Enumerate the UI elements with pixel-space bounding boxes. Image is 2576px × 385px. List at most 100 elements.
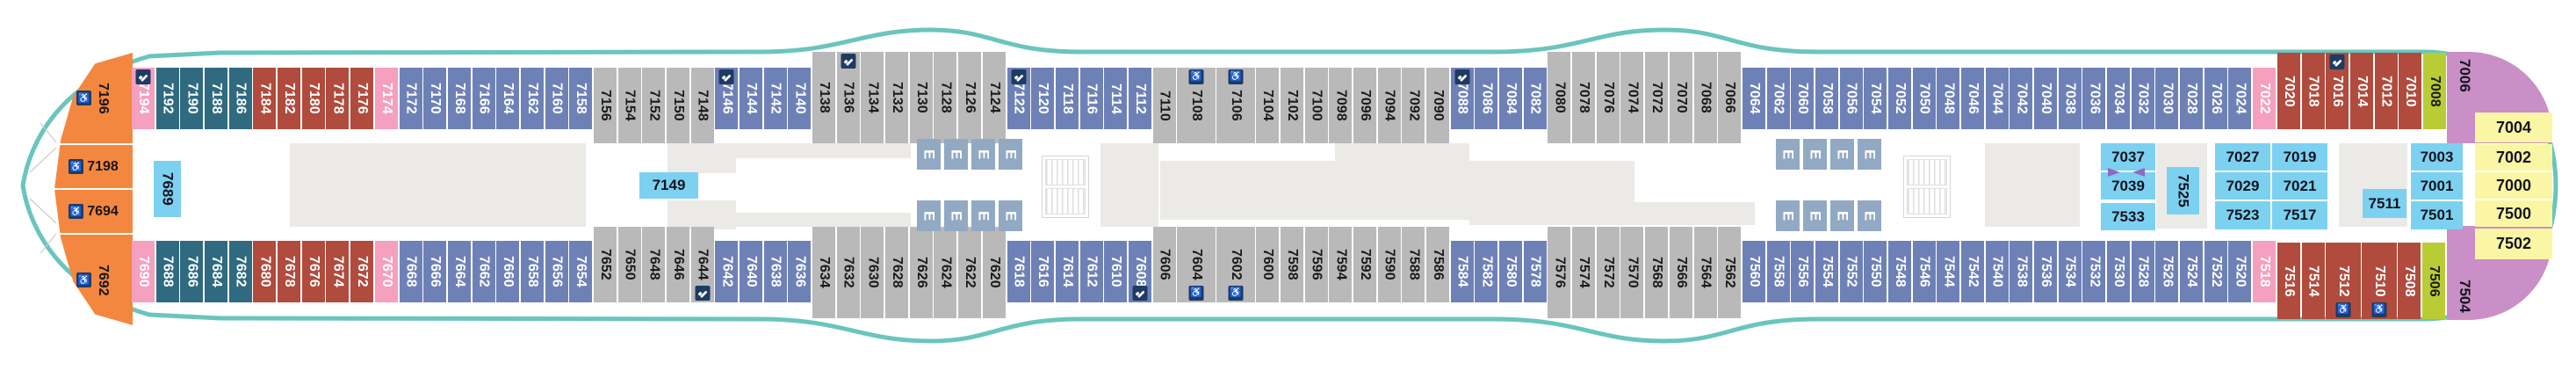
cabin-7632[interactable]: 7632 bbox=[836, 227, 860, 318]
cabin-7684[interactable]: 7684 bbox=[205, 241, 228, 302]
cabin-7690[interactable]: 7690 bbox=[132, 241, 155, 302]
cabin-7682[interactable]: 7682 bbox=[228, 241, 252, 302]
cabin-7148[interactable]: 7148 bbox=[690, 68, 714, 143]
cabin-7164[interactable]: 7164 bbox=[496, 68, 520, 129]
cabin-7036[interactable]: 7036 bbox=[2082, 68, 2106, 129]
cabin-7672[interactable]: 7672 bbox=[350, 241, 374, 302]
cabin-7594[interactable]: 7594 bbox=[1329, 227, 1353, 302]
cabin-7070[interactable]: 7070 bbox=[1669, 52, 1692, 143]
cabin-7634[interactable]: 7634 bbox=[812, 227, 836, 318]
cabin-7550[interactable]: 7550 bbox=[1864, 241, 1887, 302]
cabin-7026[interactable]: 7026 bbox=[2204, 68, 2227, 129]
cabin-7630[interactable]: 7630 bbox=[861, 227, 884, 318]
cabin-7124[interactable]: 7124 bbox=[982, 52, 1006, 143]
cabin-7532[interactable]: 7532 bbox=[2082, 241, 2106, 302]
cabin-7182[interactable]: 7182 bbox=[278, 68, 301, 129]
cabin-7020[interactable]: 7020 bbox=[2277, 53, 2300, 129]
cabin-7198[interactable]: ♿7198 bbox=[54, 145, 133, 188]
cabin-7604[interactable]: 7604♿ bbox=[1177, 227, 1216, 302]
cabin-7076[interactable]: 7076 bbox=[1596, 52, 1620, 143]
cabin-7582[interactable]: 7582 bbox=[1475, 241, 1498, 302]
cabin-7642[interactable]: 7642 bbox=[715, 241, 739, 302]
cabin-7622[interactable]: 7622 bbox=[958, 227, 982, 318]
cabin-7110[interactable]: 7110 bbox=[1152, 68, 1176, 143]
cabin-7648[interactable]: 7648 bbox=[642, 227, 666, 302]
cabin-7584[interactable]: 7584 bbox=[1450, 241, 1474, 302]
cabin-7668[interactable]: 7668 bbox=[399, 241, 422, 302]
cabin-7024[interactable]: 7024 bbox=[2228, 68, 2252, 129]
cabin-7054[interactable]: 7054 bbox=[1864, 68, 1887, 129]
cabin-7136[interactable]: 7136 bbox=[836, 52, 860, 143]
cabin-7160[interactable]: 7160 bbox=[545, 68, 568, 129]
cabin-7652[interactable]: 7652 bbox=[593, 227, 617, 302]
cabin-7042[interactable]: 7042 bbox=[2010, 68, 2033, 129]
cabin-7566[interactable]: 7566 bbox=[1669, 227, 1692, 318]
cabin-7132[interactable]: 7132 bbox=[885, 52, 909, 143]
cabin-7146[interactable]: 7146 bbox=[715, 68, 739, 129]
cabin-7050[interactable]: 7050 bbox=[1912, 68, 1936, 129]
cabin-7126[interactable]: 7126 bbox=[958, 52, 982, 143]
cabin-7511[interactable]: 7511 bbox=[2363, 189, 2406, 218]
cabin-7188[interactable]: 7188 bbox=[205, 68, 228, 129]
cabin-7522[interactable]: 7522 bbox=[2204, 241, 2227, 302]
cabin-7128[interactable]: 7128 bbox=[934, 52, 957, 143]
cabin-7140[interactable]: 7140 bbox=[788, 68, 812, 129]
cabin-7610[interactable]: 7610 bbox=[1104, 241, 1128, 302]
cabin-7548[interactable]: 7548 bbox=[1887, 241, 1911, 302]
cabin-7544[interactable]: 7544 bbox=[1937, 241, 1960, 302]
cabin-7517[interactable]: 7517 bbox=[2272, 201, 2327, 229]
cabin-7618[interactable]: 7618 bbox=[1007, 241, 1030, 302]
cabin-7014[interactable]: 7014 bbox=[2349, 53, 2373, 129]
cabin-7500[interactable]: 7500 bbox=[2475, 200, 2552, 227]
cabin-7606[interactable]: 7606 bbox=[1152, 227, 1176, 302]
cabin-7150[interactable]: 7150 bbox=[667, 68, 690, 143]
cabin-7194[interactable]: 7194 bbox=[132, 68, 155, 129]
cabin-7510[interactable]: 7510♿ bbox=[2362, 243, 2397, 319]
cabin-7062[interactable]: 7062 bbox=[1766, 68, 1790, 129]
cabin-7084[interactable]: 7084 bbox=[1499, 68, 1523, 129]
cabin-7072[interactable]: 7072 bbox=[1645, 52, 1669, 143]
cabin-7172[interactable]: 7172 bbox=[399, 68, 422, 129]
cabin-7554[interactable]: 7554 bbox=[1815, 241, 1838, 302]
cabin-7664[interactable]: 7664 bbox=[447, 241, 471, 302]
cabin-7082[interactable]: 7082 bbox=[1523, 68, 1547, 129]
cabin-7612[interactable]: 7612 bbox=[1079, 241, 1103, 302]
cabin-7122[interactable]: 7122 bbox=[1007, 68, 1030, 129]
cabin-7116[interactable]: 7116 bbox=[1079, 68, 1103, 129]
cabin-7021[interactable]: 7021 bbox=[2272, 172, 2327, 200]
cabin-7576[interactable]: 7576 bbox=[1548, 227, 1571, 318]
cabin-7028[interactable]: 7028 bbox=[2180, 68, 2204, 129]
cabin-7038[interactable]: 7038 bbox=[2058, 68, 2082, 129]
cabin-7056[interactable]: 7056 bbox=[1839, 68, 1863, 129]
cabin-7096[interactable]: 7096 bbox=[1353, 68, 1377, 143]
cabin-7512[interactable]: 7512♿ bbox=[2326, 243, 2361, 319]
cabin-7114[interactable]: 7114 bbox=[1104, 68, 1128, 129]
cabin-7144[interactable]: 7144 bbox=[740, 68, 763, 129]
cabin-7118[interactable]: 7118 bbox=[1055, 68, 1079, 129]
cabin-7520[interactable]: 7520 bbox=[2228, 241, 2252, 302]
cabin-7178[interactable]: 7178 bbox=[326, 68, 350, 129]
cabin-7590[interactable]: 7590 bbox=[1377, 227, 1401, 302]
cabin-7602[interactable]: 7602♿ bbox=[1216, 227, 1255, 302]
cabin-7046[interactable]: 7046 bbox=[1961, 68, 1985, 129]
cabin-7168[interactable]: 7168 bbox=[447, 68, 471, 129]
cabin-7092[interactable]: 7092 bbox=[1402, 68, 1425, 143]
cabin-7010[interactable]: 7010 bbox=[2399, 53, 2422, 129]
cabin-7170[interactable]: 7170 bbox=[423, 68, 447, 129]
cabin-7628[interactable]: 7628 bbox=[885, 227, 909, 318]
cabin-7112[interactable]: 7112 bbox=[1128, 68, 1151, 129]
cabin-7052[interactable]: 7052 bbox=[1887, 68, 1911, 129]
cabin-7029[interactable]: 7029 bbox=[2215, 172, 2270, 200]
cabin-7562[interactable]: 7562 bbox=[1718, 227, 1742, 318]
cabin-7044[interactable]: 7044 bbox=[1985, 68, 2009, 129]
cabin-7090[interactable]: 7090 bbox=[1426, 68, 1450, 143]
cabin-7626[interactable]: 7626 bbox=[909, 227, 933, 318]
cabin-7592[interactable]: 7592 bbox=[1353, 227, 1377, 302]
cabin-7526[interactable]: 7526 bbox=[2155, 241, 2179, 302]
cabin-7074[interactable]: 7074 bbox=[1620, 52, 1644, 143]
cabin-7048[interactable]: 7048 bbox=[1937, 68, 1960, 129]
cabin-7570[interactable]: 7570 bbox=[1620, 227, 1644, 318]
cabin-7030[interactable]: 7030 bbox=[2155, 68, 2179, 129]
cabin-7192[interactable]: 7192 bbox=[155, 68, 179, 129]
cabin-7184[interactable]: 7184 bbox=[253, 68, 277, 129]
